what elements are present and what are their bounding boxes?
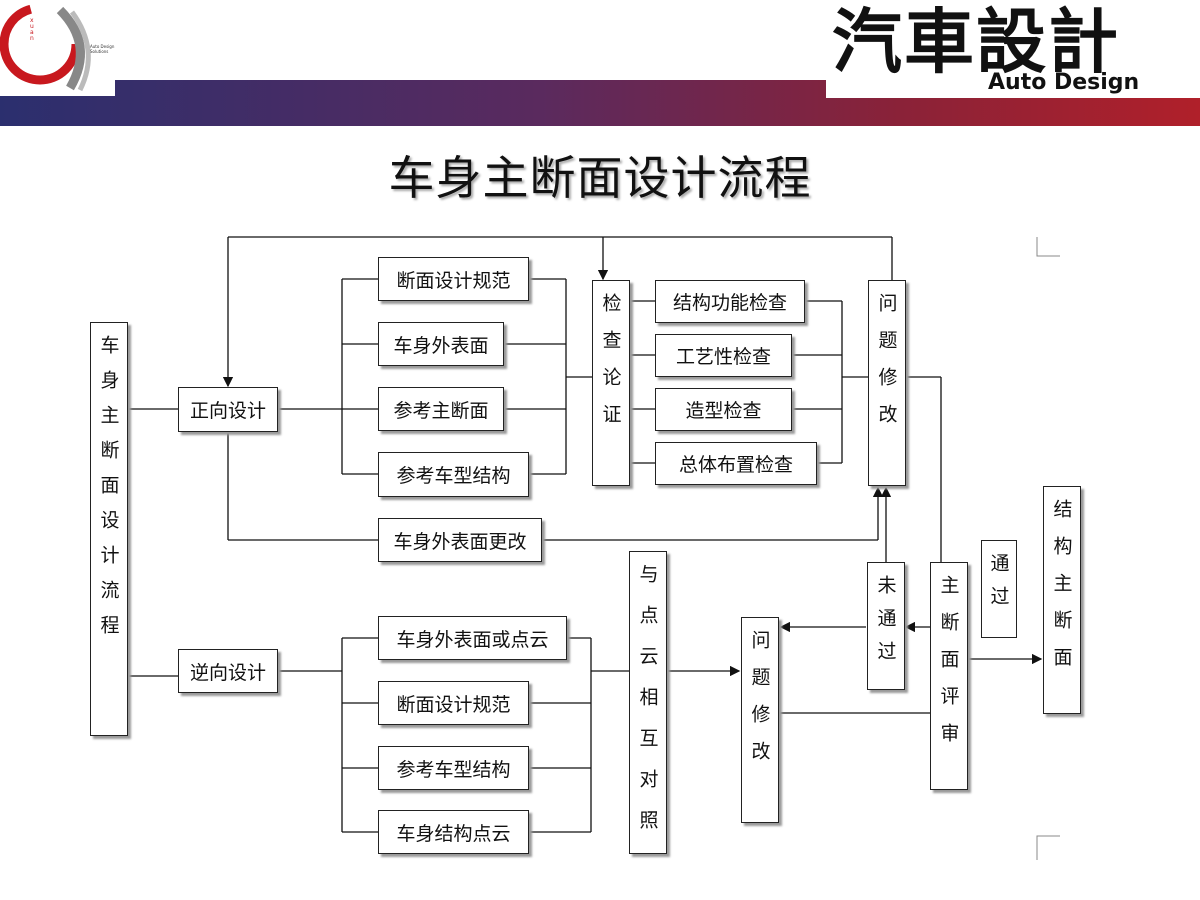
node-result-section: 结构主断面	[1043, 486, 1081, 714]
node-section-review: 主断面评审	[930, 562, 968, 790]
node-structure-check: 结构功能检查	[655, 280, 805, 323]
node-issue-fix-1: 问题修改	[868, 280, 906, 486]
node-passed: 通过	[981, 540, 1017, 638]
node-reverse-design: 逆向设计	[178, 649, 278, 693]
node-check: 检查论证	[592, 280, 630, 486]
brand-en: Auto Design	[988, 70, 1140, 95]
node-styling-check: 造型检查	[655, 388, 792, 431]
node-structure-cloud: 车身结构点云	[378, 810, 529, 854]
page-title: 车身主断面设计流程	[388, 151, 812, 205]
right-logo: 汽車設計 Auto Design	[826, 0, 1200, 98]
logo-mark-icon	[0, 3, 91, 92]
node-layout-check: 总体布置检查	[655, 442, 817, 485]
left-logo-text: Auto Design Solutions	[90, 44, 115, 54]
node-process-check: 工艺性检查	[655, 334, 792, 377]
node-ref-structure-2: 参考车型结构	[378, 746, 529, 790]
node-ref-section: 参考主断面	[378, 387, 504, 431]
brand-cn: 汽車設計	[832, 1, 1120, 83]
node-main: 车身主断面设计流程	[90, 322, 128, 736]
left-logo-vertical-text: xuan	[30, 17, 34, 42]
node-forward-design: 正向设计	[178, 387, 278, 432]
node-surface-change: 车身外表面更改	[378, 518, 542, 562]
node-body-surface: 车身外表面	[378, 322, 504, 366]
node-cloud-compare: 与点云相互对照	[629, 551, 667, 854]
node-issue-fix-2: 问题修改	[741, 617, 779, 823]
node-section-spec: 断面设计规范	[378, 257, 529, 301]
node-ref-structure: 参考车型结构	[378, 452, 529, 497]
left-logo: Auto Design Solutions xuan	[0, 0, 115, 96]
node-surface-or-cloud: 车身外表面或点云	[378, 616, 567, 660]
node-section-spec-2: 断面设计规范	[378, 681, 529, 725]
node-not-passed: 未通过	[867, 562, 905, 690]
